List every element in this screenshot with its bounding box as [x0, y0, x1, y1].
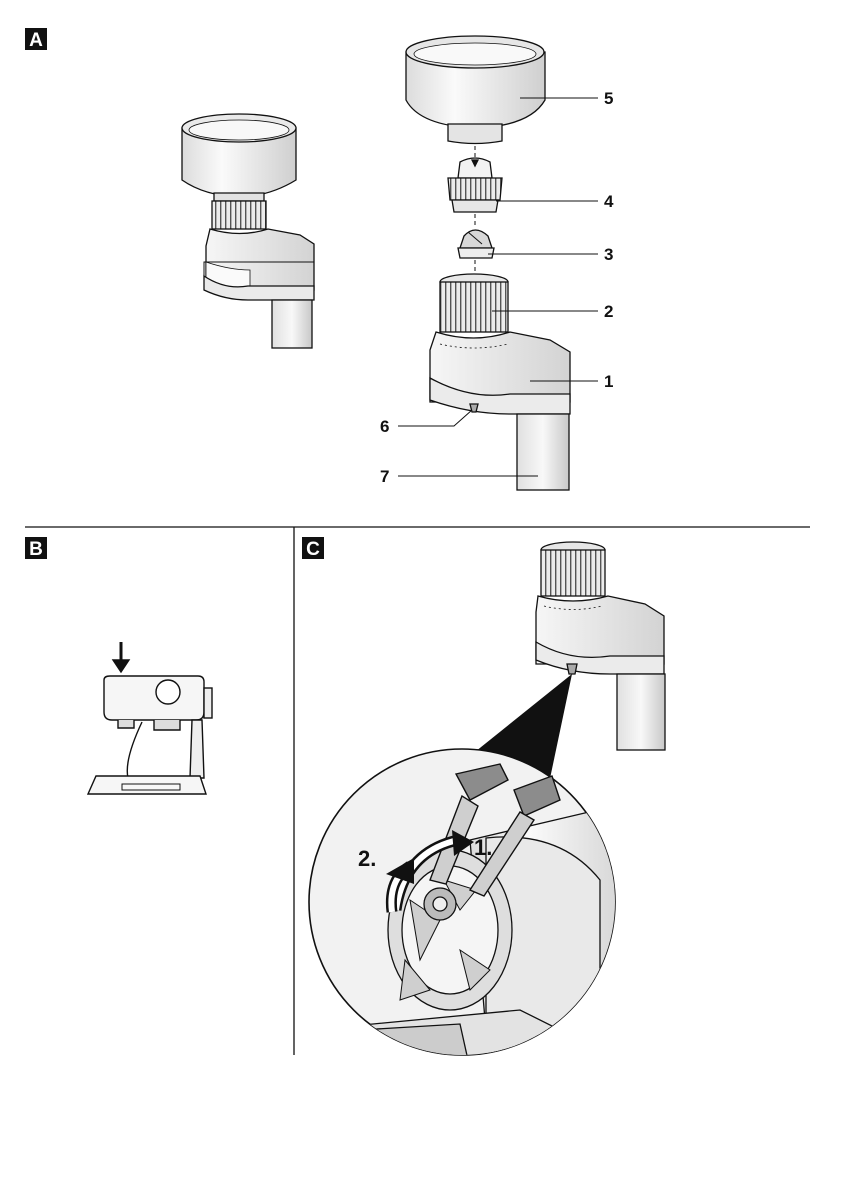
housing-part-1: [430, 332, 570, 414]
exploded-grain-mill: [406, 36, 570, 490]
stand-part-7: [517, 414, 569, 490]
ring-part-2: [440, 274, 508, 332]
section-a: A: [25, 28, 614, 490]
magnified-detail: 1. 2.: [300, 749, 640, 1100]
section-a-label: A: [29, 30, 43, 51]
step-2-label: 2.: [358, 846, 376, 871]
assembled-grain-mill: [182, 114, 314, 348]
callout-7: 7: [380, 467, 389, 486]
down-arrow-icon: [113, 660, 129, 672]
funnel-part-5: [406, 36, 545, 144]
callout-4: 4: [604, 192, 614, 211]
section-c-label: C: [306, 539, 320, 560]
callout-5: 5: [604, 89, 613, 108]
callout-2: 2: [604, 302, 613, 321]
section-b: B: [25, 537, 212, 794]
step-1-label: 1.: [474, 835, 492, 860]
callout-3: 3: [604, 245, 613, 264]
callout-1: 1: [604, 372, 613, 391]
food-processor-illustration: [88, 642, 212, 794]
callout-6: 6: [380, 417, 389, 436]
burr-part-4: [448, 158, 502, 212]
section-c: C: [300, 537, 665, 1100]
section-b-label: B: [29, 539, 43, 560]
